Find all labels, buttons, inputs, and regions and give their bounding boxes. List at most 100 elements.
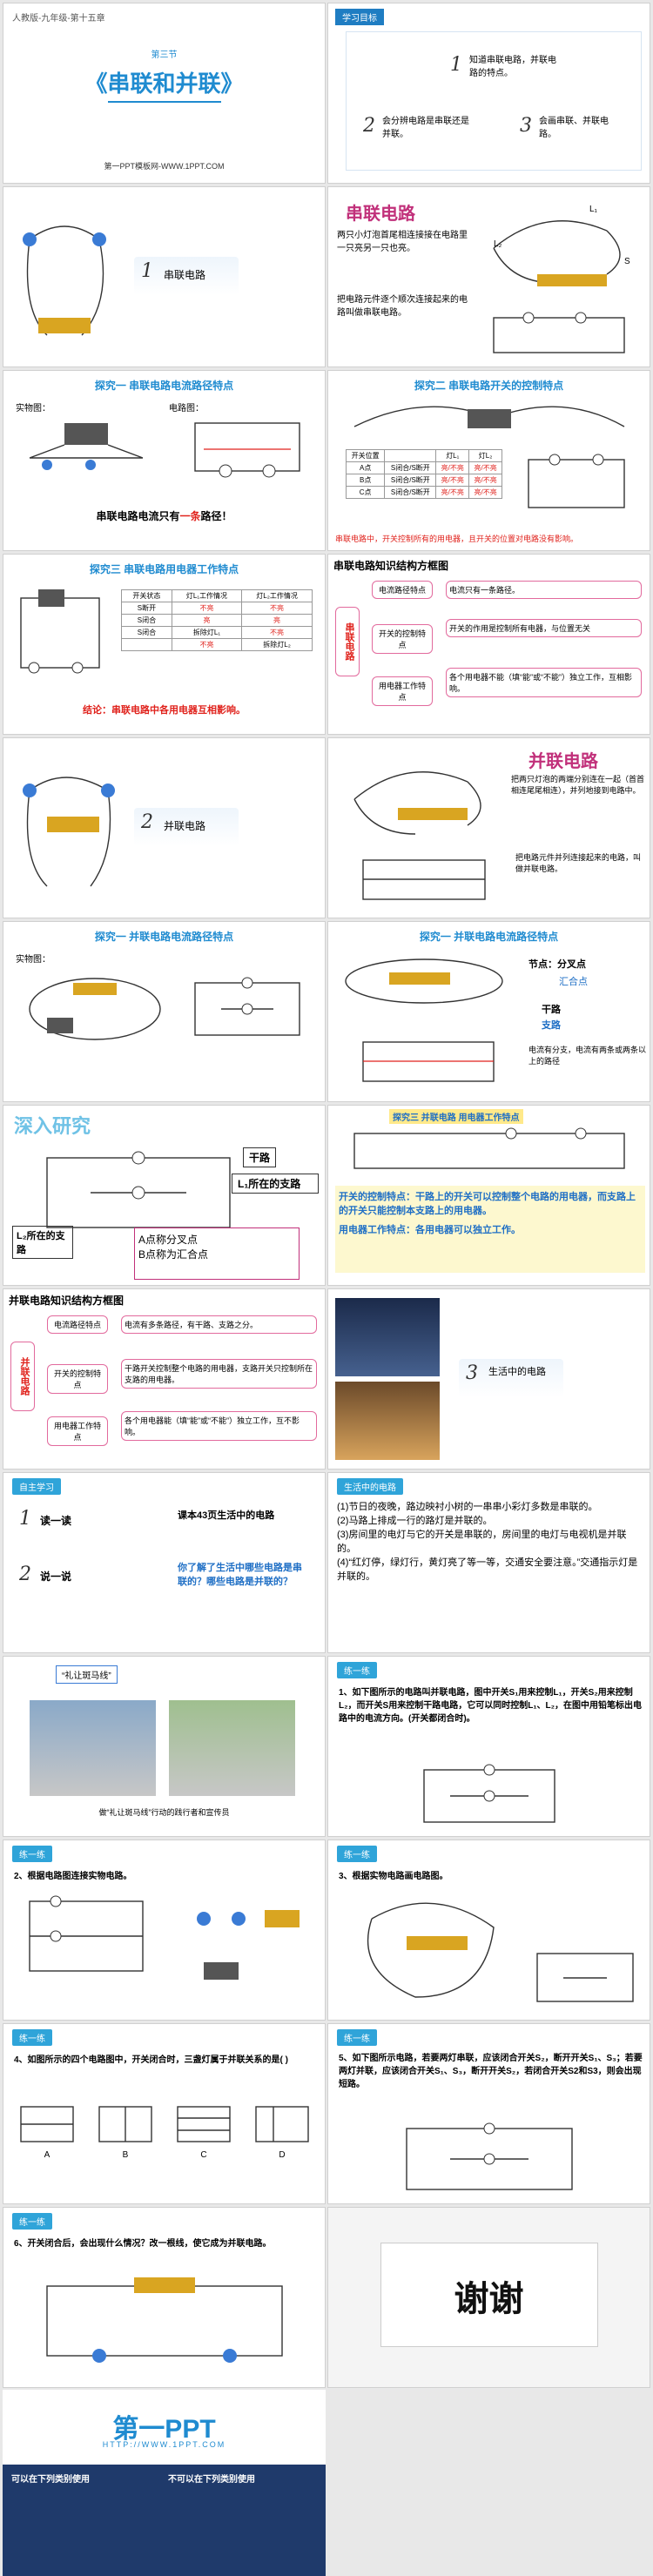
section-chip-label: 串联电路 xyxy=(164,269,206,281)
objective-num-3: 3 xyxy=(520,115,532,137)
nodes-diagram xyxy=(345,958,503,1082)
night-street-image xyxy=(335,1298,440,1376)
work-text-box: 开关的控制特点：干路上的开关可以控制整个电路的用电器，而支路上的开关只能控制本支… xyxy=(335,1186,645,1273)
slide-heading: 探究二 串联电路开关的控制特点 xyxy=(414,380,564,392)
objective-text-1: 知道串联电路，并联电路的特点。 xyxy=(469,56,556,78)
thanks-text: 谢谢 xyxy=(454,2280,524,2318)
objective-1: 1 xyxy=(450,54,462,76)
branch-label: 支路 xyxy=(542,1020,561,1031)
section-chip-num: 2 xyxy=(141,811,153,833)
option-d-circuit xyxy=(255,2106,309,2142)
slide-heading: 探究三 并联电路 用电器工作特点 xyxy=(389,1109,523,1124)
label-L1: L₁ xyxy=(589,205,597,214)
footer-empty xyxy=(327,2390,650,2576)
slide-parallel-nodes[interactable]: 探究一 并联电路电流路径特点 节点：分叉点 汇合点 干路 支路 电流有分支，电流… xyxy=(327,921,650,1102)
exercise-schematic xyxy=(29,1895,144,1972)
slide-series-def[interactable]: 串联电路 两只小灯泡首尾相连接接在电路里一只亮另一只也亮。 把电路元件逐个顺次连… xyxy=(327,186,650,367)
section-chip xyxy=(459,1359,563,1397)
slide-heading: 串联电路 xyxy=(346,205,415,224)
slide-parallel-intro[interactable]: 2 并联电路 xyxy=(3,737,326,918)
slide-life-intro[interactable]: 3 生活中的电路 xyxy=(327,1288,650,1470)
work-text: 用电器工作特点：各用电器可以独立工作。 xyxy=(339,1225,521,1235)
objective-text-2: 会分辨电路是串联还是并联。 xyxy=(382,117,469,139)
slide-heading: 串联电路知识结构方框图 xyxy=(333,560,449,572)
exercise-schematic xyxy=(406,2122,573,2190)
say-text: 你了解了生活中哪些电路是串联的？哪些电路是并联的？ xyxy=(178,1563,302,1587)
series-def: 把电路元件逐个顺次连接起来的电路叫做串联电路。 xyxy=(337,295,468,318)
read-text: 课本43页生活中的电路 xyxy=(178,1510,275,1521)
exercise-text: 3、根据实物电路画电路图。 xyxy=(339,1872,448,1881)
option-a[interactable]: A xyxy=(12,2102,82,2160)
option-c-circuit xyxy=(177,2106,231,2142)
map-node-3: 用电器工作特点 xyxy=(372,676,433,706)
series-schematic xyxy=(194,422,300,478)
slide-self-study[interactable]: 自主学习 1 读一读 2 说一说 课本43页生活中的电路 你了解了生活中哪些电路… xyxy=(3,1472,326,1653)
label-real: 实物图： xyxy=(16,955,50,965)
slide-exercise-4[interactable]: 练一练 4、如图所示的四个电路图中，开关闭合时，三盏灯属于并联关系的是( ) A… xyxy=(3,2023,326,2204)
map-node-1: 电流路径特点 xyxy=(47,1315,108,1334)
conclusion: 串联电路中，开关控制所有的用电器，且开关的位置对电路没有影响。 xyxy=(335,535,579,543)
footer-logo: 第一PPT xyxy=(112,2415,216,2444)
a-text: A点称分叉点 xyxy=(138,1234,199,1246)
slide-parallel-work[interactable]: 探究三 并联电路 用电器工作特点 开关的控制特点：干路上的开关可以控制整个电路的… xyxy=(327,1105,650,1286)
node-label-2: 汇合点 xyxy=(559,977,588,987)
slide-life-circuits[interactable]: 生活中的电路 (1)节日的夜晚，路边映衬小树的一串串小彩灯多数是串联的。 (2)… xyxy=(327,1472,650,1653)
label-real: 实物图： xyxy=(16,404,50,414)
slide-parallel-def[interactable]: 并联电路 把两只灯泡的两端分别连在一起（首首相连尾尾相连），并列地接到电路中。 … xyxy=(327,737,650,918)
map-detail-1: 电流有多条路径，有干路、支路之分。 xyxy=(121,1315,317,1334)
slide-exercise-3[interactable]: 练一练 3、根据实物电路画电路图。 xyxy=(327,1840,650,2021)
slide-deep-study[interactable]: 深入研究 干路 L₁所在的支路 L₂所在的支路 A点称分叉点 B点称为汇合点 xyxy=(3,1105,326,1286)
room-image xyxy=(335,1382,440,1460)
objective-text-3: 会画串联、并联电路。 xyxy=(539,117,609,139)
slide-exercise-2[interactable]: 练一练 2、根据电路图连接实物电路。 xyxy=(3,1840,326,2021)
exercise-text: 5、如下图所示电路，若要两灯串联，应该闭合开关S₂，断开开关S₁、S₃；若要两灯… xyxy=(339,2054,643,2089)
b-text: B点称为汇合点 xyxy=(138,1248,209,1261)
work-table: 开关状态灯L₁工作情况灯L₂工作情况 S断开不亮不亮 S闭合亮亮 S闭合拆除灯L… xyxy=(121,589,313,651)
footer-url: HTTP://WWW.1PPT.COM xyxy=(102,2440,226,2449)
label-S: S xyxy=(624,257,630,266)
option-d[interactable]: D xyxy=(247,2102,317,2160)
zebra-photo-2 xyxy=(169,1700,295,1796)
switch-schematic xyxy=(528,454,625,508)
slide-objectives[interactable]: 学习目标 1 知道串联电路，并联电路的特点。 2 会分辨电路是串联还是并联。 3… xyxy=(327,3,650,184)
options-row: A B C D xyxy=(12,2102,317,2160)
tag-life: 生活中的电路 xyxy=(337,1478,403,1495)
objectives-box xyxy=(346,31,642,171)
slide-heading: 并联电路 xyxy=(528,752,598,771)
footer-right-title: 不可以在下列类别使用 xyxy=(168,2475,255,2485)
life-line-3: (3)房间里的电灯与它的开关是串联的，房间里的电灯与电视机是并联的。 xyxy=(337,1529,627,1554)
slide-title-text: 《串联和并联》 xyxy=(84,71,244,98)
trunk-box: 干路 xyxy=(243,1147,277,1167)
series-desc: 两只小灯泡首尾相连接接在电路里一只亮另一只也亮。 xyxy=(337,231,468,253)
slide-exercise-6[interactable]: 练一练 6、开关闭合后，会出现什么情况？改一根线，使它成为并联电路。 xyxy=(3,2207,326,2388)
objective-3: 3 xyxy=(520,115,532,137)
slide-exercise-5[interactable]: 练一练 5、如下图所示电路，若要两灯串联，应该闭合开关S₂，断开开关S₁、S₃；… xyxy=(327,2023,650,2204)
map-detail-2: 开关的作用是控制所有电器，与位置无关 xyxy=(446,619,642,637)
footer-left-panel: 第一PPT HTTP://WWW.1PPT.COM 可以在下列类别使用 不可以在… xyxy=(3,2390,326,2576)
slide-series-path[interactable]: 探究一 串联电路电流路径特点 实物图： 电路图： 串联电路电流只有一条路径！ xyxy=(3,370,326,551)
branch2-box: L₂所在的支路 xyxy=(12,1226,73,1259)
thanks-card xyxy=(380,2243,598,2347)
tag-self-study: 自主学习 xyxy=(12,1478,61,1495)
objective-num-2: 2 xyxy=(363,115,375,137)
slide-parallel-path[interactable]: 探究一 并联电路电流路径特点 实物图： xyxy=(3,921,326,1102)
slide-parallel-map[interactable]: 并联电路知识结构方框图 并联电路 电流路径特点 开关的控制特点 用电器工作特点 … xyxy=(3,1288,326,1470)
slide-series-intro[interactable]: 1 串联电路 xyxy=(3,186,326,367)
section-chip xyxy=(134,808,239,846)
slide-series-work[interactable]: 探究三 串联电路用电器工作特点 开关状态灯L₁工作情况灯L₂工作情况 S断开不亮… xyxy=(3,554,326,735)
exercise-schematic xyxy=(423,1764,555,1823)
parallel-def: 把电路元件并列连接起来的电路，叫做并联电路。 xyxy=(515,853,642,873)
option-c[interactable]: C xyxy=(169,2102,239,2160)
option-b[interactable]: B xyxy=(91,2102,160,2160)
section-chip-label: 并联电路 xyxy=(164,820,206,832)
slide-zebra[interactable]: “礼让斑马线” 做“礼让斑马线”行动的践行者和宣传员 xyxy=(3,1656,326,1837)
trunk-label: 干路 xyxy=(542,1005,561,1015)
slide-title[interactable]: 人教版-九年级-第十五章 第三节 《串联和并联》 第一PPT模板网-WWW.1P… xyxy=(3,3,326,184)
slide-series-map[interactable]: 串联电路知识结构方框图 串联电路 电流路径特点 开关的控制特点 用电器工作特点 … xyxy=(327,554,650,735)
map-detail-2: 干路开关控制整个电路的用电器，支路开关只控制所在支路的用电器。 xyxy=(121,1359,317,1389)
slide-thanks[interactable]: 谢谢 xyxy=(327,2207,650,2388)
parallel-diagram xyxy=(353,771,486,900)
slide-exercise-1[interactable]: 练一练 1、如下图所示的电路叫并联电路，图中开关S₁用来控制L₁，开关S₂用来控… xyxy=(327,1656,650,1837)
